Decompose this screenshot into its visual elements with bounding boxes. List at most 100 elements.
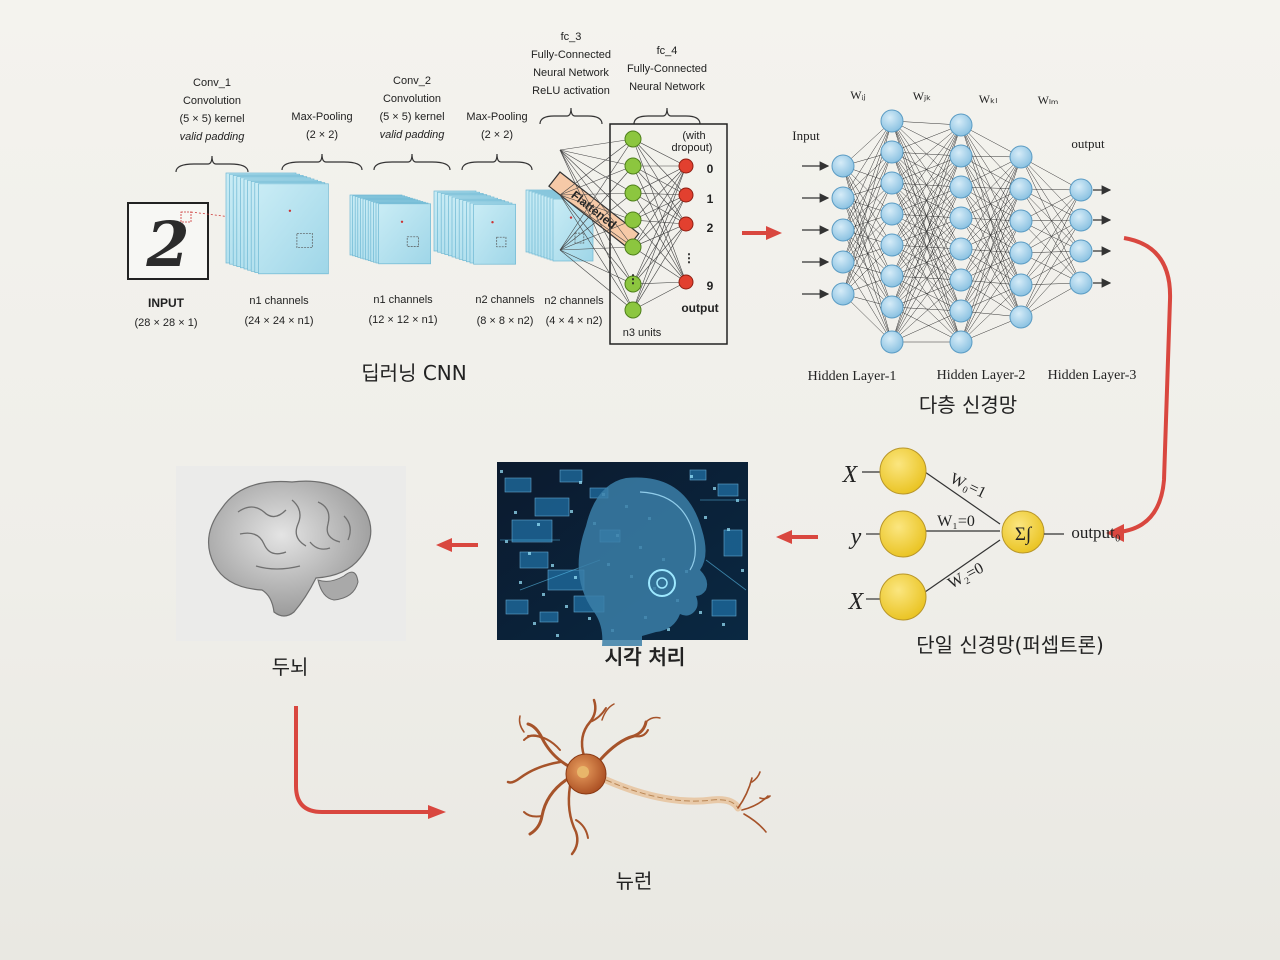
fc3-node (624, 130, 642, 148)
weight-kl: Wₖₗ (979, 92, 997, 106)
svg-text:(12 × 12 × n1): (12 × 12 × n1) (368, 314, 437, 326)
svg-text:Fully-Connected: Fully-Connected (531, 49, 611, 61)
brain-image: 두뇌 (176, 466, 406, 679)
feature-map-stack-3 (433, 190, 516, 265)
svg-text:⋮: ⋮ (627, 272, 639, 286)
svg-text:(2 × 2): (2 × 2) (481, 129, 513, 141)
perceptron-caption: 단일 신경망(퍼셉트론) (916, 633, 1104, 657)
fc4-label: fc_4 Fully-Connected Neural Network (627, 45, 707, 125)
perceptron-output-label: output₀ (1071, 523, 1120, 542)
svg-text:Fully-Connected: Fully-Connected (627, 63, 707, 75)
pool1-brace (281, 153, 363, 171)
mlp-node (1009, 241, 1033, 265)
mlp-node (880, 264, 904, 288)
arrow-mlp-to-perceptron (1106, 236, 1173, 542)
mlp-node (1069, 208, 1093, 232)
perceptron-weight-0: W₀=1 (947, 470, 988, 502)
mlp-node (831, 250, 855, 274)
feature-map-stack-2 (349, 194, 431, 265)
cnn-output-label: output (681, 301, 718, 315)
perceptron-input-x1: X (842, 462, 859, 488)
svg-text:fc_4: fc_4 (657, 45, 678, 57)
svg-text:n2 channels: n2 channels (544, 295, 604, 307)
mlp-diagram: Wᵢⱼ Wⱼₖ Wₖₗ Wₗₘ Input output Hidden Laye… (792, 88, 1136, 417)
hidden-layer-1-label: Hidden Layer-1 (808, 369, 897, 384)
mlp-node (1069, 178, 1093, 202)
fc3-label: fc_3 Fully-Connected Neural Network ReLU… (531, 31, 611, 125)
cerebellum (317, 571, 359, 601)
mlp-node (880, 295, 904, 319)
mlp-node (831, 282, 855, 306)
svg-text:valid padding: valid padding (180, 131, 246, 143)
pool2-label: Max-Pooling (2 × 2) (461, 111, 533, 171)
sum-activation-symbol: Σ∫ (1015, 524, 1033, 546)
cnn-caption: 딥러닝 CNN (361, 361, 466, 385)
mlp-node (1009, 305, 1033, 329)
output-digits: 0 1 2 ⋮ 9 (683, 162, 714, 293)
mlp-output-label: output (1071, 136, 1105, 151)
neuron-axon (602, 776, 742, 812)
svg-text:Max-Pooling: Max-Pooling (466, 111, 527, 123)
mlp-node (831, 154, 855, 178)
feature-map-stack-1 (225, 172, 329, 275)
feature-map-layer (258, 183, 329, 275)
mlp-node (831, 186, 855, 210)
svg-text:Neural Network: Neural Network (629, 81, 705, 93)
mlp-node (1009, 273, 1033, 297)
conv1-label: Conv_1 Convolution (5 × 5) kernel valid … (175, 77, 249, 173)
svg-text:n1 channels: n1 channels (373, 294, 433, 306)
output-node (678, 216, 694, 232)
mlp-node (949, 330, 973, 354)
weight-jk: Wⱼₖ (913, 89, 932, 103)
mlp-node (949, 144, 973, 168)
fc3-node (624, 238, 642, 256)
mlp-node (880, 330, 904, 354)
mlp-node (1009, 177, 1033, 201)
svg-text:(5 × 5) kernel: (5 × 5) kernel (379, 111, 444, 123)
perceptron-input-y: y (849, 524, 862, 550)
mlp-node (1009, 209, 1033, 233)
neuron-nucleus (577, 766, 589, 778)
svg-text:(24 × 24 × n1): (24 × 24 × n1) (244, 315, 313, 327)
mlp-node (949, 237, 973, 261)
mlp-node (880, 202, 904, 226)
svg-text:(4 × 4 × n2): (4 × 4 × n2) (546, 315, 603, 327)
svg-text:9: 9 (707, 279, 714, 293)
fc3-node (624, 275, 642, 293)
output-node (678, 274, 694, 290)
arrow-perceptron-to-vision (776, 530, 818, 544)
mlp-node (949, 113, 973, 137)
neuron-image: 뉴런 (506, 698, 771, 893)
mlp-input-label: Input (792, 128, 820, 143)
feature-map-layer (473, 203, 516, 265)
svg-text:(with: (with (682, 130, 705, 142)
weight-ij: Wᵢⱼ (850, 88, 865, 102)
svg-text:⋮: ⋮ (683, 251, 695, 265)
conv2-label: Conv_2 Convolution (5 × 5) kernel valid … (373, 75, 451, 171)
mlp-node (949, 299, 973, 323)
visual-processing-image: 시각 처리 (497, 462, 748, 669)
svg-text:Conv_2: Conv_2 (393, 75, 431, 87)
ai-target-icon (648, 569, 676, 597)
svg-text:Conv_1: Conv_1 (193, 77, 231, 89)
output-node (678, 158, 694, 174)
fc3-brace (539, 107, 603, 125)
mlp-node (880, 109, 904, 133)
svg-text:ReLU activation: ReLU activation (532, 85, 610, 97)
svg-text:fc_3: fc_3 (561, 31, 582, 43)
conv2-brace (373, 153, 451, 171)
input-digit-box: 2 (127, 202, 271, 281)
svg-text:1: 1 (707, 192, 714, 206)
vision-caption: 시각 처리 (605, 645, 686, 669)
cnn-diagram: Conv_1 Convolution (5 × 5) kernel valid … (127, 31, 728, 385)
fc3-node (624, 184, 642, 202)
svg-text:2: 2 (707, 221, 714, 235)
perceptron-input-node-1 (879, 447, 927, 495)
hidden-layer-2-label: Hidden Layer-2 (937, 368, 1026, 383)
svg-text:0: 0 (707, 162, 714, 176)
perceptron-weight-2: W₂=0 (945, 560, 986, 593)
svg-text:(8 × 8 × n2): (8 × 8 × n2) (477, 315, 534, 327)
svg-text:dropout): dropout) (672, 142, 713, 154)
brain-icon (207, 480, 372, 617)
